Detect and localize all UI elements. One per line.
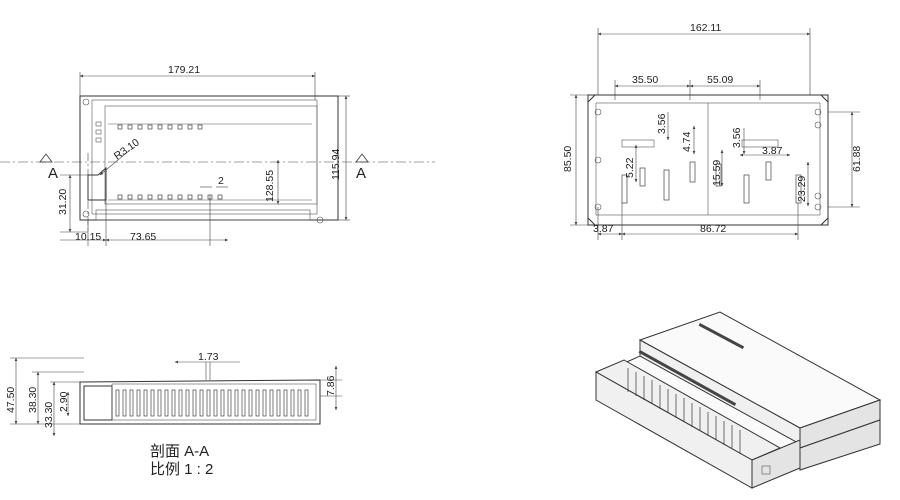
back-right-height-dim: 61.88 [851, 146, 863, 172]
isometric-view [594, 311, 882, 489]
section-slot-row [115, 389, 309, 417]
back-dim-356b: 3.56 [731, 127, 743, 148]
front-width-dim: 179.21 [168, 64, 200, 76]
section-h1-dim: 47.50 [5, 387, 17, 413]
side-height-dim: 31.20 [57, 189, 69, 215]
section-title: 剖面 A-A [150, 443, 209, 460]
slot-width-dim: 2 [218, 175, 224, 187]
back-width-left: 35.50 [632, 74, 658, 86]
section-mark-right: A [356, 165, 366, 182]
iso-grille [627, 368, 741, 454]
back-bottom-left: 3.87 [593, 223, 614, 235]
front-view: 179.21 [0, 64, 435, 246]
back-dim-1559: 15.59 [711, 160, 723, 186]
back-bottom-span: 86.72 [700, 223, 726, 235]
back-dim-474: 4.74 [681, 131, 693, 152]
back-dim-387a: 3.87 [762, 145, 783, 157]
section-mark-left: A [48, 165, 58, 182]
back-dim-356a: 3.56 [656, 113, 668, 134]
left-span-dim: 73.65 [130, 231, 156, 243]
section-h2-dim: 38.30 [27, 387, 39, 413]
section-h4-dim: 2.90 [58, 391, 70, 412]
section-h3-dim: 33.30 [43, 402, 55, 428]
iso-top-slots [638, 323, 745, 406]
back-width-right: 55.09 [707, 74, 733, 86]
back-height-dim: 85.50 [562, 146, 574, 172]
inner-height-dim: 128.55 [264, 170, 276, 202]
section-view: 1.73 47.50 38.30 3 [5, 351, 342, 478]
radius-dim: R3.10 [112, 136, 142, 162]
left-offset-dim: 10.15 [75, 231, 101, 243]
top-pin-row [108, 123, 312, 130]
back-dim-2329: 23.29 [796, 176, 808, 202]
back-width-dim: 162.11 [690, 22, 721, 34]
section-top-dim: 1.73 [198, 351, 219, 363]
back-view: 162.11 35.50 55.09 3.56 [562, 22, 863, 240]
front-height-dim: 115.94 [330, 149, 342, 180]
back-dim-522: 5.22 [624, 157, 636, 178]
section-scale: 比例 1 : 2 [150, 461, 213, 478]
section-right-dim: 7.86 [325, 375, 337, 396]
